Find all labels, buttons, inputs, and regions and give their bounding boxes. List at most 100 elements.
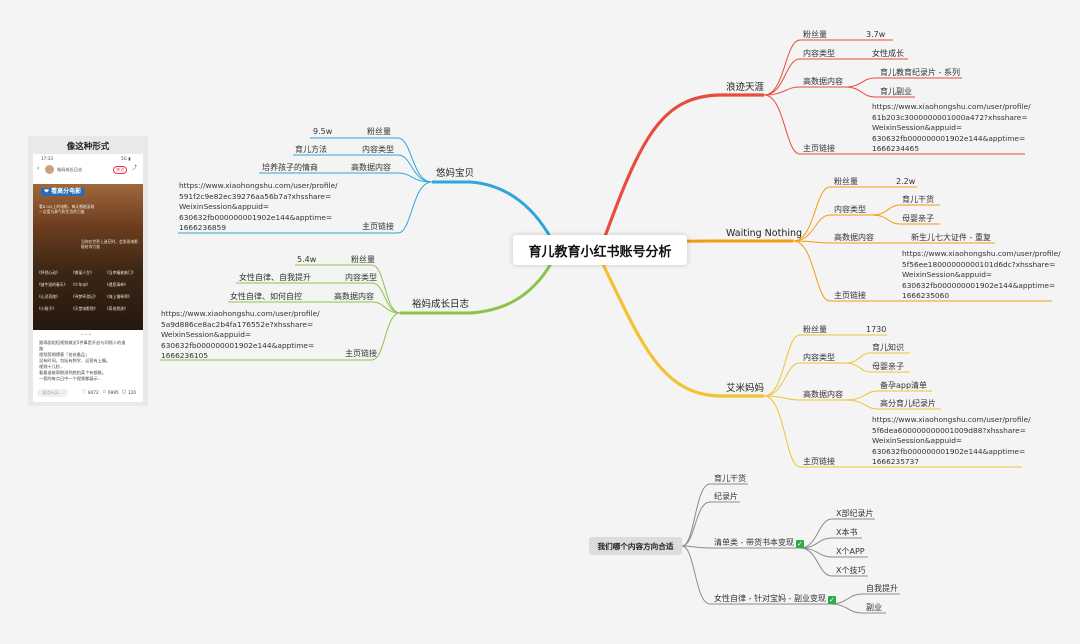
youma-fans-label[interactable]: 粉丝量: [367, 127, 391, 136]
central-topic[interactable]: 育儿教育小红书账号分析: [513, 235, 687, 265]
heart-icon[interactable]: ♡: [82, 389, 87, 395]
aimi-link-url[interactable]: https://www.xiaohongshu.com/user/profile…: [872, 415, 1031, 467]
aimi-type-0[interactable]: 育儿知识: [872, 343, 904, 352]
grid-item: 《心灵奇旅》: [37, 294, 60, 299]
langji-link-url[interactable]: https://www.xiaohongshu.com/user/profile…: [872, 102, 1031, 154]
grid-item: 《放牛班的春天》: [37, 282, 68, 287]
grid-item: 《奇迹男孩》: [105, 306, 128, 311]
comment-input[interactable]: 说点什么…: [37, 389, 68, 397]
branch-yuma[interactable]: 裕妈成长日志: [412, 299, 470, 310]
youma-type-label[interactable]: 内容类型: [362, 145, 394, 154]
avatar[interactable]: [45, 165, 54, 174]
aimi-fans-value[interactable]: 1730: [866, 325, 887, 334]
share-icon[interactable]: ⤴: [132, 165, 138, 171]
youma-hot-label[interactable]: 高数据内容: [351, 163, 391, 172]
grid-item: 《海上钢琴师》: [105, 294, 132, 299]
comment-icon[interactable]: ○: [122, 389, 127, 395]
aimi-hot-0[interactable]: 备孕app清单: [880, 381, 928, 390]
aimi-fans-label[interactable]: 粉丝量: [803, 325, 827, 334]
waiting-link-url[interactable]: https://www.xiaohongshu.com/user/profile…: [902, 249, 1061, 301]
yuma-type-label[interactable]: 内容类型: [345, 273, 377, 282]
branch-youma[interactable]: 悠妈宝贝: [436, 168, 475, 179]
question-branch-0[interactable]: 育儿干货: [714, 474, 746, 483]
aimi-hot-label[interactable]: 高数据内容: [803, 390, 843, 399]
question-root[interactable]: 我们哪个内容方向合适: [589, 537, 682, 555]
photo-text-1: 看8.0以上的电影，每天都能汲取: [39, 204, 95, 209]
carousel-dots: • • •: [81, 332, 92, 337]
comment-count: 120: [128, 390, 136, 395]
body-line: 一套的每点日中一个视频都展示…: [39, 376, 102, 381]
photo-caption-2: 能给你力量: [81, 244, 100, 249]
branch-langji[interactable]: 浪迹天涯: [726, 82, 765, 93]
waiting-type-1[interactable]: 母婴亲子: [902, 214, 934, 223]
checklist-child-2[interactable]: X个APP: [836, 547, 865, 556]
waiting-fans-value[interactable]: 2.2w: [896, 177, 916, 186]
waiting-type-label[interactable]: 内容类型: [834, 205, 866, 214]
langji-hot-1[interactable]: 育儿副业: [880, 87, 912, 96]
aimi-type-1[interactable]: 母婴亲子: [872, 362, 904, 371]
photo-text-2: 一点爱与勇气和生活的力量: [39, 209, 85, 214]
question-branch-3-label: 女性自律 - 针对宝妈 - 副业变现: [714, 594, 826, 603]
selfdisc-child-0[interactable]: 自我提升: [866, 584, 898, 593]
account-name[interactable]: 裕妈成长日志: [57, 167, 83, 172]
grid-item: 《怦然心动》: [37, 270, 60, 275]
question-branch-1[interactable]: 纪录片: [714, 492, 738, 501]
yuma-link-label[interactable]: 主页链接: [345, 349, 377, 358]
photo-caption-1: 当你在世界上迷茫时，会发现电影: [81, 239, 138, 244]
youma-hot-0[interactable]: 培养孩子的情商: [262, 163, 318, 172]
star-icon[interactable]: ☆: [102, 389, 107, 395]
branch-waiting[interactable]: Waiting Nothing: [726, 228, 803, 239]
waiting-link-label[interactable]: 主页链接: [834, 291, 866, 300]
waiting-fans-label[interactable]: 粉丝量: [834, 177, 858, 186]
yuma-link-url[interactable]: https://www.xiaohongshu.com/user/profile…: [161, 309, 320, 361]
langji-fans-value[interactable]: 3.7w: [866, 30, 886, 39]
aimi-link-label[interactable]: 主页链接: [803, 457, 835, 466]
waiting-hot-label[interactable]: 高数据内容: [834, 233, 874, 242]
star-count: 6995: [108, 390, 119, 395]
aimi-type-label[interactable]: 内容类型: [803, 353, 835, 362]
youma-fans-value[interactable]: 9.5w: [313, 127, 333, 136]
grid-item: 《小鞋子》: [37, 306, 56, 311]
checklist-child-1[interactable]: X本书: [836, 528, 858, 537]
langji-link-label[interactable]: 主页链接: [803, 144, 835, 153]
grid-item: 《少年派》: [71, 282, 90, 287]
check-icon: ✓: [827, 596, 836, 604]
yuma-type-0[interactable]: 女性自律、自我提升: [239, 273, 311, 282]
langji-hot-0[interactable]: 育儿教育纪录片 - 系列: [880, 68, 960, 77]
body-line: 视频剪辑博客「伯爸备品」: [39, 352, 90, 357]
checklist-child-3[interactable]: X个技巧: [836, 566, 866, 575]
question-branch-2[interactable]: 清单类 - 带货书本变现✓: [714, 537, 804, 548]
youma-link-label[interactable]: 主页链接: [362, 222, 394, 231]
example-card: 像这种形式 17:33 5G ▮ ‹ 裕妈成长日志 关注 ⤴ ❤ 看高分电影 看…: [28, 136, 148, 406]
question-branch-3[interactable]: 女性自律 - 针对宝妈 - 副业变现✓: [714, 593, 836, 604]
check-icon: ✓: [795, 540, 804, 548]
waiting-hot-0[interactable]: 新生儿七大证件 - 重复: [911, 233, 991, 242]
body-line: 路: [39, 346, 44, 351]
waiting-type-0[interactable]: 育儿干货: [902, 195, 934, 204]
grid-item: 《天堂电影院》: [71, 306, 98, 311]
langji-type-label[interactable]: 内容类型: [803, 49, 835, 58]
body-line: 视频十几秒，: [39, 364, 65, 369]
like-count: 8472: [88, 390, 99, 395]
youma-link-url[interactable]: https://www.xiaohongshu.com/user/profile…: [179, 181, 338, 233]
yuma-fans-label[interactable]: 粉丝量: [351, 255, 375, 264]
follow-button[interactable]: 关注: [113, 166, 128, 174]
grid-item: 《美丽人生》: [71, 270, 94, 275]
back-icon[interactable]: ‹: [37, 165, 40, 172]
yuma-fans-value[interactable]: 5.4w: [297, 255, 317, 264]
yuma-hot-0[interactable]: 女性自律、如何自控: [230, 292, 302, 301]
langji-type-0[interactable]: 女性成长: [872, 49, 904, 58]
yuma-hot-label[interactable]: 高数据内容: [334, 292, 374, 301]
selfdisc-child-1[interactable]: 副业: [866, 603, 882, 612]
grid-item: 《当幸福来敲门》: [105, 270, 136, 275]
checklist-child-0[interactable]: X部纪录片: [836, 509, 874, 518]
body-line: 跟再剧组短视频做这5件事是开启与同频人的道: [39, 340, 126, 345]
post-image[interactable]: ❤ 看高分电影 看8.0以上的电影，每天都能汲取 一点爱与勇气和生活的力量 当你…: [33, 184, 143, 330]
langji-hot-label[interactable]: 高数据内容: [803, 77, 843, 86]
body-line: 没有时间，包括有想学、运营有上瘾。: [39, 358, 111, 363]
branch-aimi[interactable]: 艾米妈妈: [726, 383, 765, 394]
langji-fans-label[interactable]: 粉丝量: [803, 30, 827, 39]
youma-type-0[interactable]: 育儿方法: [295, 145, 327, 154]
aimi-hot-1[interactable]: 高分育儿纪录片: [880, 399, 936, 408]
